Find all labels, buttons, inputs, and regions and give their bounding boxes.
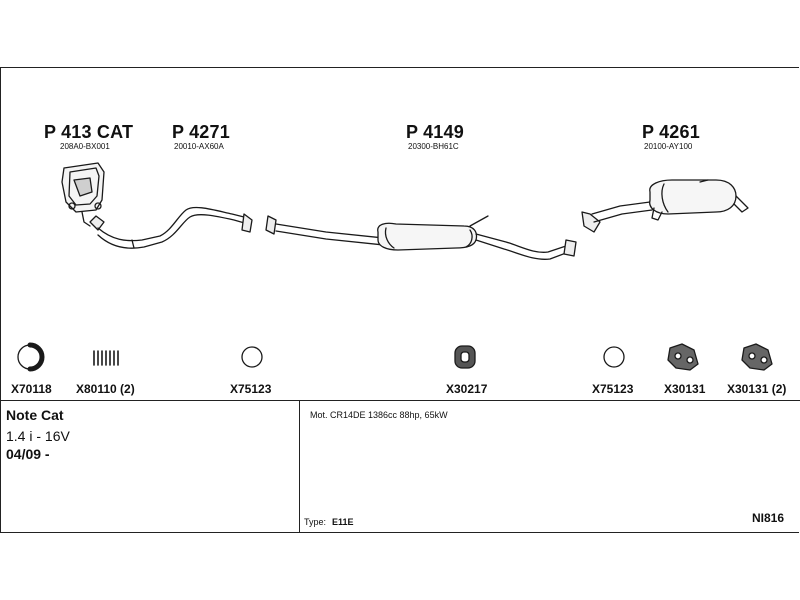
accessory-code: X75123	[592, 382, 634, 396]
middle-silencer-drawing	[265, 215, 577, 260]
vehicle-engine: 1.4 i - 16V	[6, 428, 70, 444]
accessory-code: X75123	[230, 382, 272, 396]
accessory-code: X30131	[664, 382, 706, 396]
type-line: Type: E11E	[304, 517, 354, 527]
part-oem-number: 20100-AY100	[644, 142, 693, 151]
motor-spec: Mot. CR14DE 1386cc 88hp, 65kW	[310, 410, 448, 420]
part-code: P 4149	[406, 122, 464, 142]
part-code: P 413 CAT	[44, 122, 134, 142]
accessory-code: X70118	[11, 382, 52, 396]
rubber-mount-icon	[454, 345, 476, 369]
divider-horizontal	[0, 400, 800, 401]
accessory-code: X80110 (2)	[76, 382, 135, 396]
rubber-hanger-icon	[667, 343, 699, 371]
divider-vertical	[299, 400, 300, 533]
vehicle-name: Note Cat	[6, 407, 64, 423]
front-pipe-drawing	[89, 206, 253, 249]
part-code: P 4271	[172, 122, 230, 142]
rear-silencer-drawing	[581, 179, 749, 233]
part-code: P 4261	[642, 122, 700, 142]
part-label-middle-silencer: P 4149 20300-BH61C	[406, 122, 464, 152]
accessory-code: X30131 (2)	[727, 382, 787, 396]
rubber-hanger-icon	[741, 343, 773, 371]
catalytic-converter-drawing	[61, 162, 105, 227]
part-oem-number: 208A0-BX001	[60, 142, 110, 151]
part-label-catalytic: P 413 CAT 208A0-BX001	[44, 122, 133, 152]
part-oem-number: 20300-BH61C	[408, 142, 459, 151]
type-label: Type:	[304, 517, 327, 527]
spring-bolt-icon	[93, 350, 119, 366]
accessory-code: X30217	[446, 382, 488, 396]
part-label-rear-silencer: P 4261 20100-AY100	[642, 122, 700, 152]
gasket-ring-icon	[603, 346, 625, 368]
ring-seal-icon	[17, 342, 45, 372]
diagram-frame	[0, 67, 799, 533]
gasket-ring-icon	[241, 346, 263, 368]
system-id: NI816	[752, 511, 785, 525]
vehicle-years: 04/09 -	[6, 446, 50, 462]
type-value: E11E	[332, 517, 354, 527]
part-label-front-pipe: P 4271 20010-AX60A	[172, 122, 230, 152]
part-oem-number: 20010-AX60A	[174, 142, 224, 151]
exhaust-system-drawing	[17, 162, 773, 372]
